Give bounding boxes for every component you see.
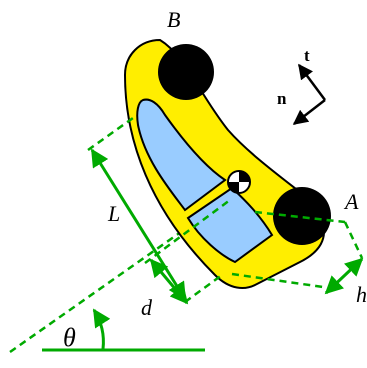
wheel-b	[158, 44, 214, 100]
label-b: B	[167, 7, 180, 32]
label-theta: θ	[63, 323, 76, 352]
wheel-a	[273, 187, 331, 245]
label-h: h	[356, 282, 367, 307]
theta-angle-arc	[92, 308, 111, 350]
label-t: t	[304, 46, 310, 65]
label-a: A	[343, 189, 359, 214]
t-axis-arrow	[297, 63, 327, 101]
extension-line-top	[87, 116, 134, 152]
label-d: d	[141, 295, 153, 320]
dimension-d	[149, 258, 189, 305]
extension-line-a	[254, 210, 346, 224]
center-of-mass-icon	[227, 170, 251, 194]
extension-line-ground-right	[231, 272, 324, 289]
n-axis-arrow	[292, 99, 326, 125]
label-l: L	[107, 201, 120, 226]
tn-axes	[292, 63, 327, 125]
label-n: n	[277, 89, 287, 108]
dimension-h	[324, 257, 364, 295]
extension-line-right-edge	[343, 221, 364, 259]
front-window	[186, 186, 274, 264]
extension-line-bottom	[184, 273, 223, 304]
